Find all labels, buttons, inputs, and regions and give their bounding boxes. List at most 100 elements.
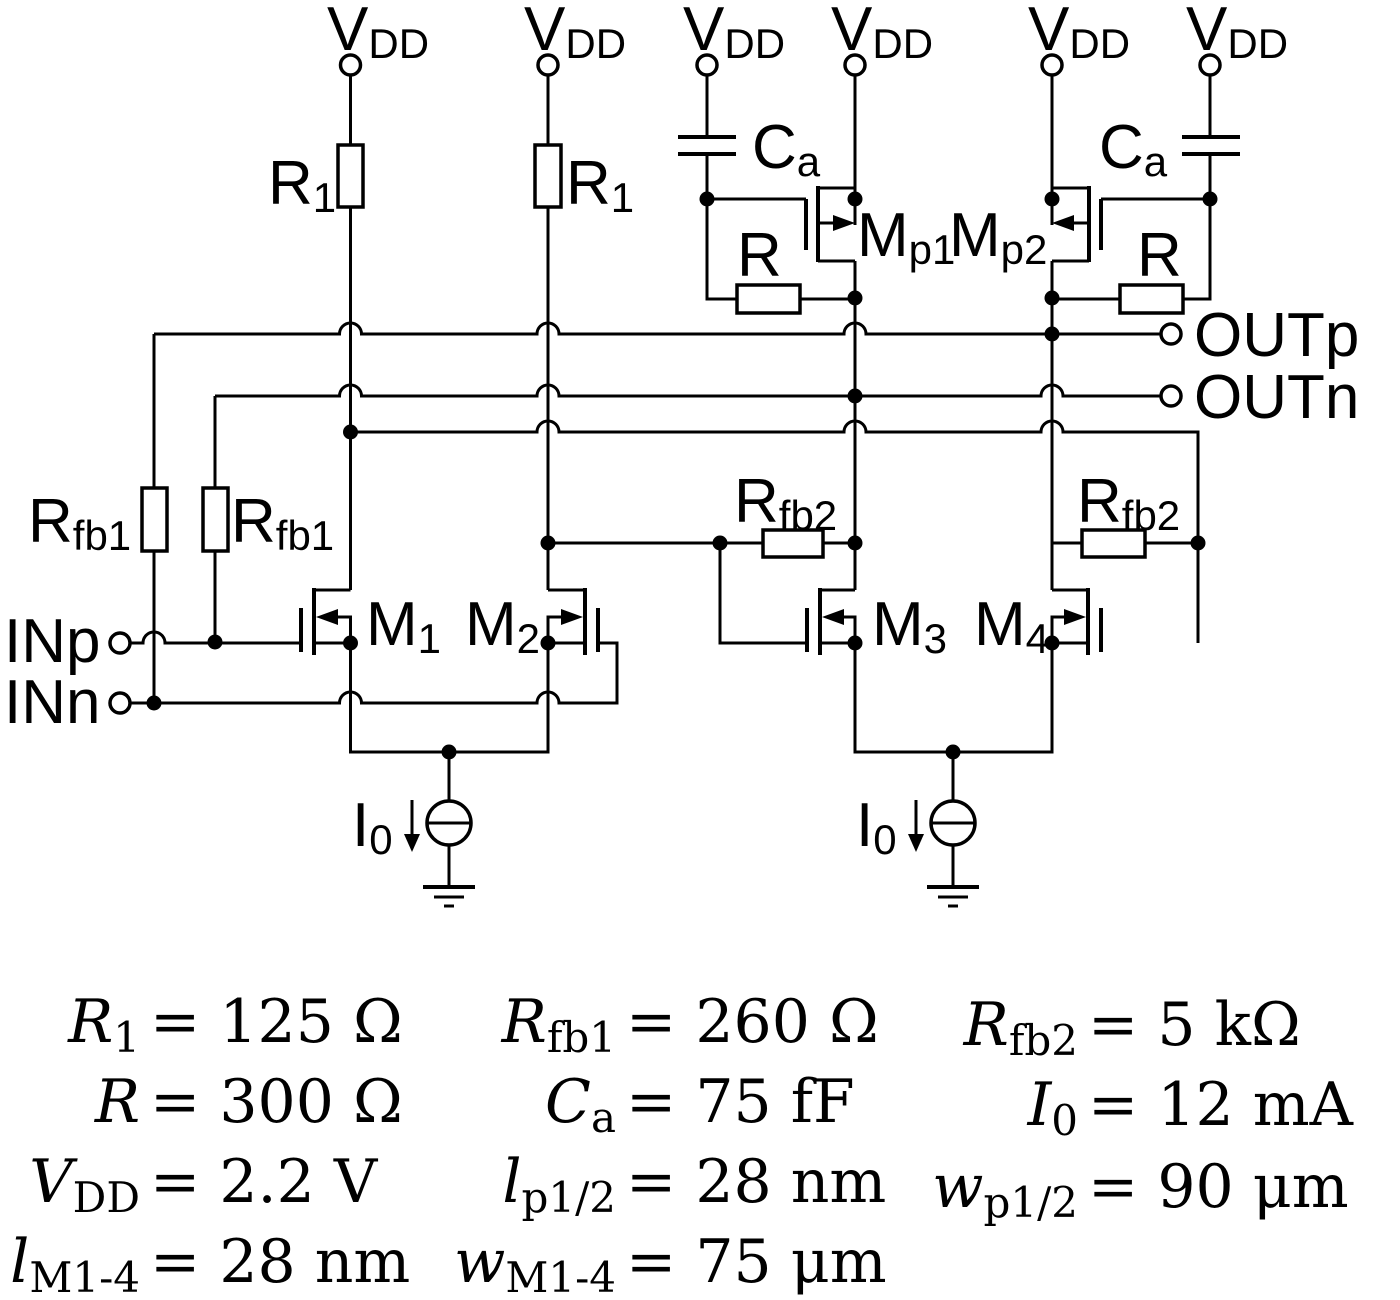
m3-bulk-arrow-icon <box>822 609 844 625</box>
r1a-label: R1 <box>268 149 336 221</box>
i0-arrow-2-icon <box>908 834 924 852</box>
rfb2b-label: Rfb2 <box>1077 467 1180 539</box>
vdd-terminal-6 <box>1198 53 1222 77</box>
outn-label: OUTn <box>1194 363 1359 432</box>
wire-ca1node-to-r <box>705 199 737 301</box>
param-r1-lhs: R1 <box>67 987 140 1062</box>
vdd-label-1: VDD <box>327 0 429 67</box>
m3-label: M3 <box>872 590 947 662</box>
rfb1a-label: Rfb1 <box>28 487 131 559</box>
m1-bulk-arrow-icon <box>316 609 338 625</box>
inn-terminal <box>108 691 132 715</box>
param-r-rhs: = 300 Ω <box>150 1067 403 1137</box>
mp1-leads <box>818 186 855 263</box>
inn-label: INn <box>4 668 100 737</box>
resistor-r1a <box>336 143 365 209</box>
vdd-label-3: VDD <box>683 0 785 67</box>
resistor-rfb2a <box>761 528 825 559</box>
i0-label-1: I0 <box>352 791 393 863</box>
wire-tail1 <box>349 643 550 801</box>
outp-terminal <box>1159 322 1183 346</box>
ground-icon-2 <box>927 885 979 908</box>
transistor-m1 <box>299 588 352 655</box>
vdd-terminal-1 <box>338 53 363 77</box>
wire-outp-bus <box>154 321 1161 336</box>
resistor-r-mp1 <box>735 283 802 315</box>
rfb1b-label: Rfb1 <box>231 487 334 559</box>
vdd-terminal-2 <box>536 53 560 77</box>
schematic-labels: VDD VDD VDD VDD VDD VDD R1 R1 Ca Ca R R … <box>4 0 1359 863</box>
i0-label-2: I0 <box>856 791 897 863</box>
transistor-mp1 <box>804 186 855 263</box>
junction-dots <box>146 191 1218 760</box>
resistors <box>140 143 1185 559</box>
param-rfb1-lhs: Rfb1 <box>501 987 616 1062</box>
param-i0-lhs: I0 <box>1027 1070 1078 1145</box>
wire-inn <box>130 641 619 705</box>
vdd-label-4: VDD <box>831 0 933 67</box>
resistor-rfb1b <box>201 486 230 553</box>
vdd-label-2: VDD <box>524 0 626 67</box>
param-rfb1-rhs: = 260 Ω <box>626 987 879 1057</box>
param-i0-rhs: = 12 mA <box>1088 1070 1354 1140</box>
param-r-lhs: R <box>94 1067 140 1137</box>
param-wm-lhs: wM1-4 <box>454 1227 616 1295</box>
param-lp-lhs: lp1/2 <box>502 1147 616 1222</box>
wire-inp <box>130 630 301 645</box>
param-ca-rhs: = 75 fF <box>626 1067 855 1137</box>
param-wp-lhs: wp1/2 <box>932 1152 1078 1227</box>
param-vdd-lhs: VDD <box>29 1147 140 1222</box>
m2-label: M2 <box>465 590 540 662</box>
param-vdd-rhs: = 2.2 V <box>150 1147 379 1217</box>
ground-icon-1 <box>423 885 475 908</box>
mp2-bulk-arrow-icon <box>1052 215 1074 231</box>
rfb2a-label: Rfb2 <box>734 467 837 539</box>
mp1-bulk-arrow-icon <box>833 215 855 231</box>
mp2-label: Mp2 <box>949 201 1047 273</box>
ca1-label: Ca <box>752 113 821 185</box>
param-lp-rhs: = 28 nm <box>626 1147 886 1217</box>
resistor-r1b <box>533 143 563 209</box>
r-mp2-label: R <box>1137 221 1182 290</box>
wire-tail2 <box>853 643 1054 801</box>
transistor-m2 <box>546 588 600 655</box>
transistor-m4 <box>1050 588 1103 655</box>
r1b-label: R1 <box>566 149 634 221</box>
parameter-block: R1 = 125 Ω R = 300 Ω VDD = 2.2 V lM1-4 =… <box>10 987 1354 1300</box>
outp-label: OUTp <box>1194 301 1359 370</box>
m4-bulk-arrow-icon <box>1064 609 1086 625</box>
transistor-mp2 <box>1052 186 1103 263</box>
wire-ca2node-to-r <box>1183 199 1212 301</box>
vdd-terminal-4 <box>843 53 867 77</box>
vdd-terminal-3 <box>695 53 719 77</box>
resistor-r-mp2 <box>1118 283 1185 315</box>
m4-label: M4 <box>974 590 1049 662</box>
terminals <box>108 53 1222 715</box>
capacitor-ca2 <box>1182 135 1240 156</box>
i0-arrow-1-icon <box>404 834 420 852</box>
param-wp-rhs: = 90 μm <box>1088 1152 1349 1222</box>
vdd-label-6: VDD <box>1186 0 1288 67</box>
outn-terminal <box>1159 384 1183 408</box>
param-wm-rhs: = 75 μm <box>626 1227 887 1295</box>
m2-bulk-arrow-icon <box>561 609 583 625</box>
param-r1-rhs: = 125 Ω <box>150 987 403 1057</box>
vdd-label-5: VDD <box>1028 0 1130 67</box>
r-mp1-label: R <box>737 221 782 290</box>
param-lm-rhs: = 28 nm <box>150 1227 410 1295</box>
current-source-1 <box>404 799 473 852</box>
vdd-terminal-5 <box>1040 53 1064 77</box>
mp2-leads <box>1052 186 1089 263</box>
param-lm-lhs: lM1-4 <box>10 1227 140 1295</box>
param-ca-lhs: Ca <box>545 1067 616 1142</box>
capacitor-ca1 <box>678 135 736 156</box>
inp-terminal <box>108 631 132 655</box>
current-source-2 <box>908 799 977 852</box>
param-rfb2-rhs: = 5 kΩ <box>1088 990 1301 1060</box>
param-rfb2-lhs: Rfb2 <box>963 990 1078 1065</box>
resistor-rfb2b <box>1080 528 1147 559</box>
m1-label: M1 <box>366 590 441 662</box>
resistor-rfb1a <box>140 486 169 553</box>
